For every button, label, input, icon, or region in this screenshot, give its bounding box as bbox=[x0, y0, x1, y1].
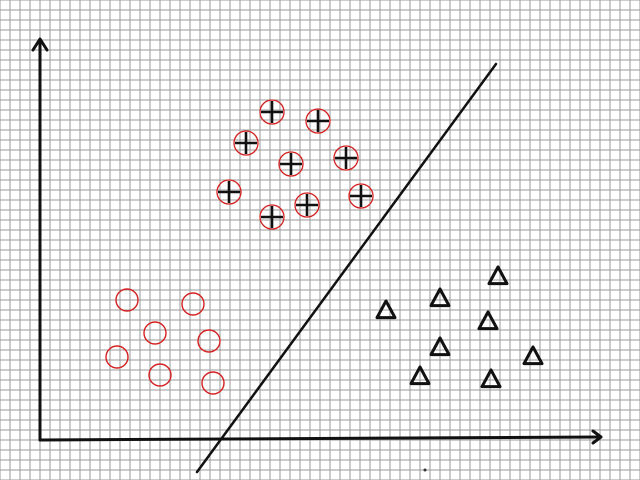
x-axis bbox=[38, 429, 603, 445]
plus-marker bbox=[259, 99, 285, 125]
triangle-marker bbox=[487, 265, 509, 286]
plus-marker bbox=[259, 204, 285, 230]
open-circle-marker bbox=[181, 292, 205, 316]
triangle-marker bbox=[429, 287, 451, 308]
triangle-marker bbox=[375, 299, 397, 320]
plus-marker bbox=[294, 192, 320, 218]
separating-line bbox=[195, 62, 498, 474]
plus-marker bbox=[305, 108, 331, 134]
plus-marker bbox=[233, 130, 259, 156]
plus-marker-cluster bbox=[216, 99, 374, 230]
plus-marker bbox=[216, 179, 242, 205]
plus-marker bbox=[333, 145, 359, 171]
stray-dot bbox=[423, 468, 427, 472]
open-circle-marker bbox=[201, 371, 225, 395]
triangle-marker bbox=[480, 368, 502, 389]
triangle-marker bbox=[477, 310, 499, 331]
triangle-marker bbox=[409, 365, 431, 386]
plus-marker bbox=[348, 183, 374, 209]
y-axis bbox=[31, 37, 49, 442]
open-circle-marker bbox=[143, 321, 167, 345]
open-circle-marker bbox=[197, 329, 221, 353]
open-circle-marker bbox=[115, 288, 139, 312]
triangle-cluster bbox=[375, 265, 544, 389]
triangle-marker bbox=[429, 336, 451, 357]
open-circle-marker bbox=[148, 363, 172, 387]
triangle-marker bbox=[522, 345, 544, 366]
plus-marker bbox=[278, 151, 304, 177]
open-circle-cluster bbox=[105, 288, 225, 395]
open-circle-marker bbox=[105, 345, 129, 369]
